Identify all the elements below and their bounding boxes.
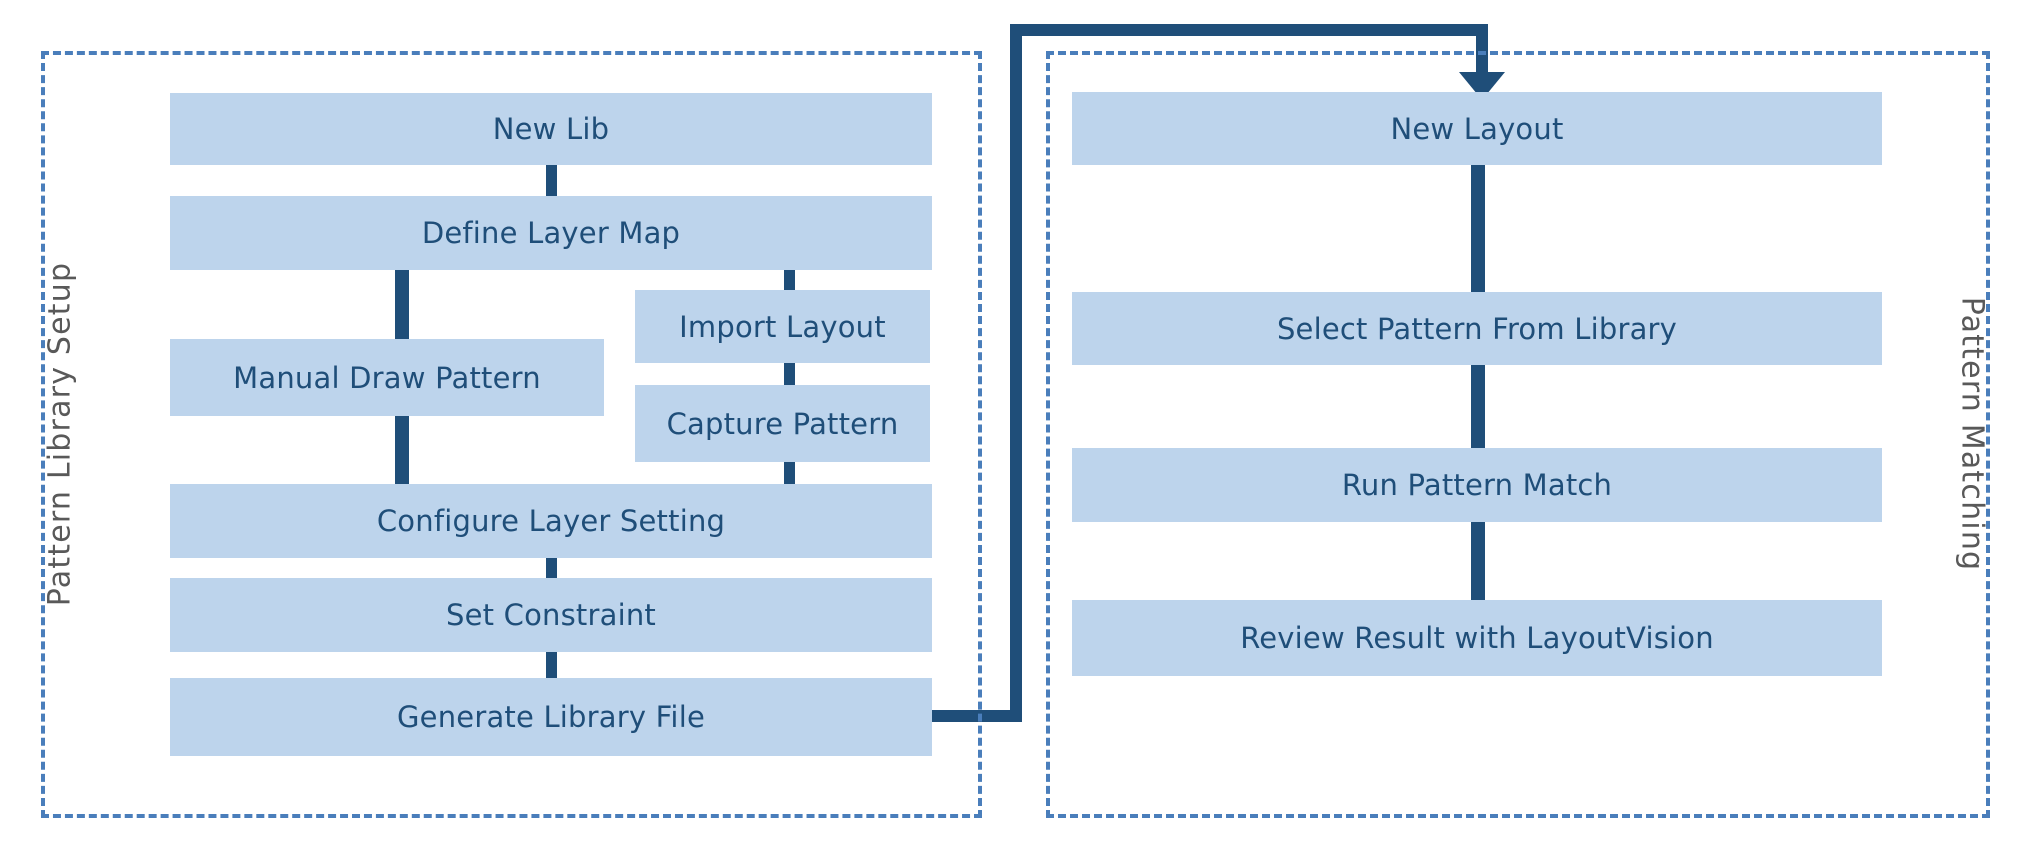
- node-new-layout[interactable]: New Layout: [1072, 92, 1882, 165]
- group-pattern-matching: [1046, 51, 1990, 818]
- group-label-pattern-library-setup: Pattern Library Setup: [42, 261, 78, 607]
- edge-generate-library-file-to-new-layout-segment-vertical-up: [1010, 24, 1022, 722]
- group-pattern-library-setup: [41, 51, 982, 818]
- node-new-lib[interactable]: New Lib: [170, 93, 932, 165]
- node-run-pattern-match[interactable]: Run Pattern Match: [1072, 448, 1882, 522]
- edge-import-layout-to-capture-pattern: [784, 363, 795, 385]
- node-configure-layer-setting[interactable]: Configure Layer Setting: [170, 484, 932, 558]
- node-import-layout[interactable]: Import Layout: [635, 290, 930, 363]
- edge-set-constraint-to-generate-library-file: [546, 652, 557, 678]
- edge-new-layout-to-select-pattern-from-library: [1471, 165, 1485, 292]
- node-review-result-with-layoutvision[interactable]: Review Result with LayoutVision: [1072, 600, 1882, 676]
- edge-configure-layer-setting-to-set-constraint: [546, 558, 557, 578]
- edge-manual-draw-pattern-to-configure-layer-setting: [395, 416, 409, 484]
- edge-run-pattern-match-to-review-result: [1471, 522, 1485, 600]
- edge-capture-pattern-to-configure-layer-setting: [784, 462, 795, 484]
- node-set-constraint[interactable]: Set Constraint: [170, 578, 932, 652]
- edge-select-pattern-from-library-to-run-pattern-match: [1471, 365, 1485, 448]
- edge-generate-library-file-to-new-layout-segment-horizontal-out: [932, 710, 1022, 722]
- node-generate-library-file[interactable]: Generate Library File: [170, 678, 932, 756]
- edge-generate-library-file-to-new-layout-segment-horizontal-top: [1010, 24, 1482, 36]
- edge-define-layer-map-to-manual-draw-pattern: [395, 270, 409, 339]
- group-label-pattern-matching: Pattern Matching: [1954, 296, 1990, 572]
- node-manual-draw-pattern[interactable]: Manual Draw Pattern: [170, 339, 604, 416]
- node-define-layer-map[interactable]: Define Layer Map: [170, 196, 932, 270]
- node-select-pattern-from-library[interactable]: Select Pattern From Library: [1072, 292, 1882, 365]
- edge-new-lib-to-define-layer-map: [546, 165, 557, 196]
- edge-define-layer-map-to-import-layout: [784, 270, 795, 290]
- node-capture-pattern[interactable]: Capture Pattern: [635, 385, 930, 462]
